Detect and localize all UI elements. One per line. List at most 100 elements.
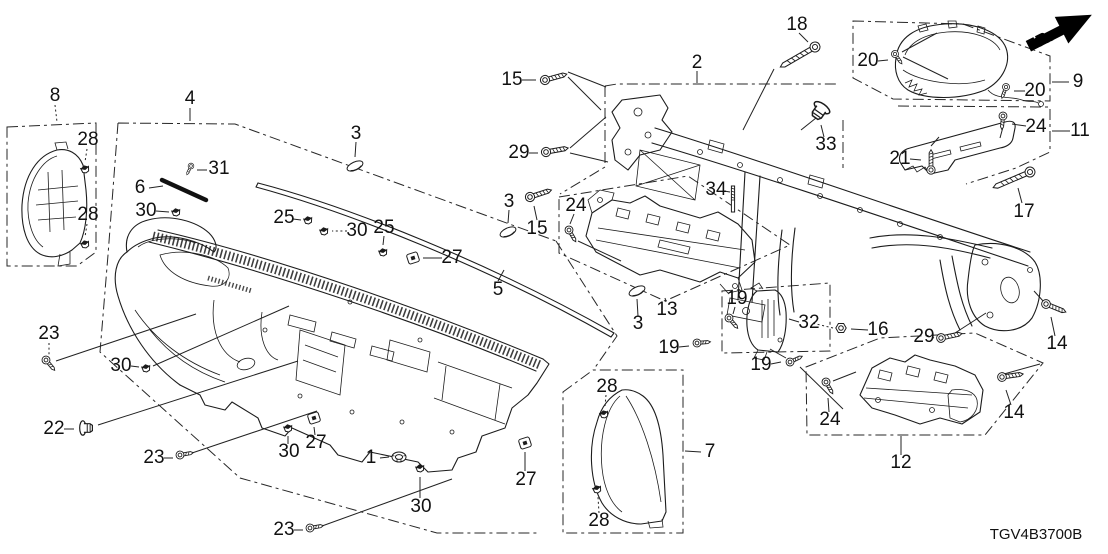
bracket-32-drawing bbox=[746, 282, 787, 361]
callout-24-leader bbox=[1011, 123, 1027, 127]
callout-label-21: 21 bbox=[889, 148, 910, 169]
callout-label-27: 27 bbox=[515, 469, 536, 490]
callout-label-28: 28 bbox=[77, 204, 98, 225]
callout-label-2: 2 bbox=[692, 52, 703, 73]
callout-label-34: 34 bbox=[705, 179, 727, 200]
clip-icon bbox=[170, 207, 182, 218]
callout-label-4: 4 bbox=[185, 88, 196, 109]
callout-label-23: 23 bbox=[38, 323, 59, 344]
side-panel-8-drawing bbox=[21, 141, 88, 267]
callout-label-5: 5 bbox=[493, 279, 504, 300]
callout-label-3: 3 bbox=[351, 123, 362, 144]
oval-icon bbox=[627, 283, 647, 299]
fr-direction-arrow: FR. bbox=[1023, 14, 1092, 56]
callout-19-leader bbox=[770, 361, 782, 365]
screw-icon bbox=[820, 376, 837, 397]
clip-icon bbox=[79, 163, 91, 175]
callout-label-24: 24 bbox=[819, 409, 841, 430]
bolt-icon bbox=[926, 149, 936, 175]
callout-17-leader bbox=[1017, 187, 1023, 204]
screw-icon bbox=[563, 224, 580, 245]
instrument-panel-drawing bbox=[114, 217, 550, 473]
screw-icon bbox=[722, 311, 742, 332]
steering-beam-drawing bbox=[611, 94, 1041, 332]
callout-3-leader bbox=[507, 209, 510, 224]
trim-strip-6-drawing bbox=[159, 177, 209, 203]
bolt-icon bbox=[538, 69, 569, 87]
clip-icon bbox=[377, 247, 389, 258]
callout-13-leader bbox=[664, 297, 667, 303]
box-part-2 bbox=[559, 83, 844, 195]
box-part-12 bbox=[805, 332, 1044, 436]
callout-label-19: 19 bbox=[726, 288, 747, 309]
knob-icon bbox=[391, 451, 407, 463]
callout-label-17: 17 bbox=[1013, 201, 1034, 222]
callout-label-7: 7 bbox=[705, 441, 716, 462]
callout-3-leader bbox=[636, 298, 639, 317]
callout-label-31: 31 bbox=[208, 158, 229, 179]
clip-icon bbox=[318, 226, 330, 237]
callout-20-leader bbox=[877, 59, 889, 62]
callout-label-28: 28 bbox=[588, 510, 609, 531]
bolt-icon bbox=[1039, 297, 1068, 317]
callout-label-18: 18 bbox=[786, 14, 807, 35]
sqclip-icon bbox=[405, 251, 421, 265]
grommet-icon bbox=[807, 98, 833, 124]
bracket-12-drawing bbox=[859, 354, 984, 425]
screw-icon bbox=[183, 161, 196, 177]
callout-label-23: 23 bbox=[143, 447, 164, 468]
callout-8-leader bbox=[54, 104, 58, 123]
group-boxes bbox=[6, 20, 1051, 534]
callout-label-19: 19 bbox=[658, 337, 679, 358]
callout-label-3: 3 bbox=[633, 313, 644, 334]
callout-19-leader bbox=[732, 306, 736, 315]
callout-label-27: 27 bbox=[305, 432, 326, 453]
callout-15-leader bbox=[533, 205, 538, 221]
callout-label-30: 30 bbox=[135, 200, 156, 221]
callout-label-28: 28 bbox=[77, 129, 98, 150]
callout-label-27: 27 bbox=[441, 247, 462, 268]
connector-lines bbox=[55, 32, 1045, 527]
box-part-11 bbox=[897, 105, 1051, 185]
oval-icon bbox=[345, 158, 365, 174]
clip-icon bbox=[302, 215, 314, 226]
callout-label-11: 11 bbox=[1070, 120, 1090, 141]
callout-label-20: 20 bbox=[1024, 80, 1045, 101]
callout-24-leader bbox=[827, 397, 830, 413]
callout-label-6: 6 bbox=[135, 177, 146, 198]
callout-label-33: 33 bbox=[815, 134, 836, 155]
callout-label-24: 24 bbox=[565, 195, 587, 216]
oval-icon bbox=[498, 224, 518, 240]
clip-icon bbox=[414, 463, 426, 474]
box-part-32 bbox=[721, 282, 831, 354]
callout-label-23: 23 bbox=[273, 519, 294, 540]
callout-16-leader bbox=[850, 328, 869, 331]
callout-30-leader bbox=[155, 210, 170, 213]
callout-21-leader bbox=[909, 158, 922, 161]
callout-25-leader bbox=[292, 218, 302, 221]
airbag-module-drawing bbox=[894, 20, 1044, 107]
bolt-icon bbox=[523, 185, 554, 204]
box-part-13 bbox=[558, 175, 792, 302]
trim-strip-5-drawing bbox=[255, 182, 615, 338]
box-part-8 bbox=[6, 122, 97, 267]
screw-icon bbox=[174, 448, 195, 461]
clip-icon bbox=[282, 423, 294, 434]
callout-label-20: 20 bbox=[857, 50, 878, 71]
callout-18-leader bbox=[798, 32, 809, 43]
callout-label-30: 30 bbox=[410, 496, 431, 517]
callout-1-leader bbox=[379, 456, 390, 459]
stud-icon bbox=[730, 185, 736, 213]
callout-label-15: 15 bbox=[501, 69, 522, 90]
callout-label-24: 24 bbox=[1025, 116, 1047, 137]
callout-label-9: 9 bbox=[1073, 71, 1084, 92]
callout-label-3: 3 bbox=[504, 191, 515, 212]
box-part-7 bbox=[562, 369, 684, 534]
nut-icon bbox=[835, 323, 847, 333]
callout-label-28: 28 bbox=[596, 376, 617, 397]
callout-32-leader bbox=[788, 318, 800, 323]
callout-29-leader bbox=[931, 336, 935, 339]
bracket-13-drawing bbox=[585, 189, 756, 294]
